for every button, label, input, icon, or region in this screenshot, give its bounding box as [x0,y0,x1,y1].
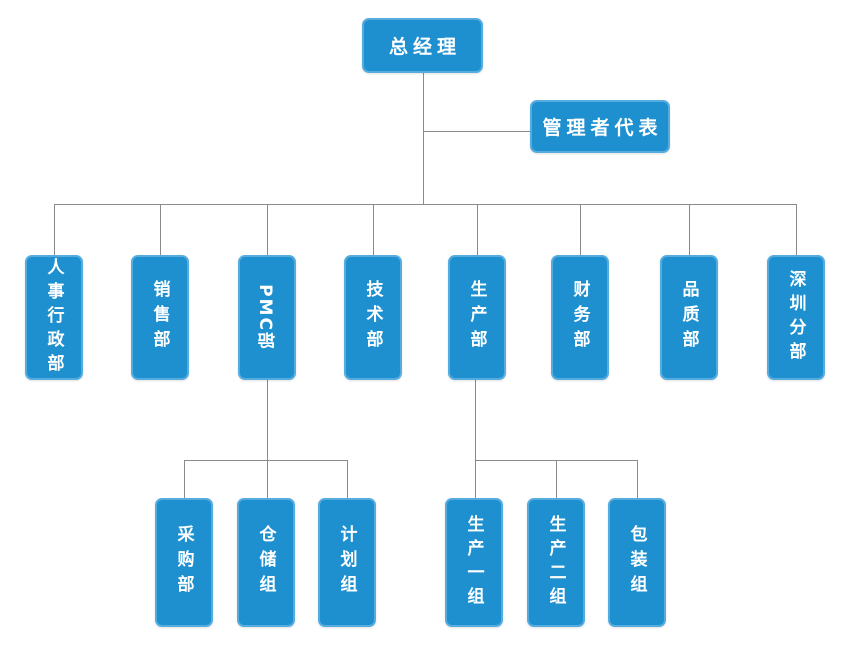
org-node-finance-dept[interactable]: 财务部 [551,255,609,380]
connector-pmc-rail [184,460,348,461]
connector-drop-packaging [637,460,638,498]
connector-main-rail [54,204,796,205]
org-node-quality-dept[interactable]: 品质部 [660,255,718,380]
connector-production-vertical [475,380,476,498]
connector-drop-pmc [267,204,268,255]
connector-root-vertical [423,73,424,204]
org-node-production-dept[interactable]: 生产部 [448,255,506,380]
connector-drop-quality [689,204,690,255]
connector-drop-hr [54,204,55,255]
org-node-pmc-dept[interactable]: PMC部 [238,255,296,380]
connector-drop-shenzhen [796,204,797,255]
org-node-production-group-1[interactable]: 生产一组 [445,498,503,627]
connector-drop-planning [347,460,348,498]
org-node-purchasing-dept[interactable]: 采购部 [155,498,213,627]
connector-drop-production [477,204,478,255]
connector-drop-sales [160,204,161,255]
org-node-label: PMC部 [254,284,275,351]
connector-drop-warehouse [267,460,268,498]
connector-drop-finance [580,204,581,255]
connector-pmc-vertical [267,380,268,460]
org-node-sales-dept[interactable]: 销售部 [131,255,189,380]
org-node-warehouse-group[interactable]: 仓储组 [237,498,295,627]
connector-staff-horizontal [423,131,530,132]
org-node-hr-admin-dept[interactable]: 人事行政部 [25,255,83,380]
org-node-shenzhen-branch[interactable]: 深圳分部 [767,255,825,380]
connector-drop-production-2 [556,460,557,498]
connector-drop-purchasing [184,460,185,498]
org-node-technology-dept[interactable]: 技术部 [344,255,402,380]
org-node-planning-group[interactable]: 计划组 [318,498,376,627]
connector-drop-tech [373,204,374,255]
org-node-management-representative[interactable]: 管理者代表 [530,100,670,153]
org-node-production-group-2[interactable]: 生产二组 [527,498,585,627]
org-node-packaging-group[interactable]: 包装组 [608,498,666,627]
org-node-general-manager[interactable]: 总经理 [362,18,483,73]
